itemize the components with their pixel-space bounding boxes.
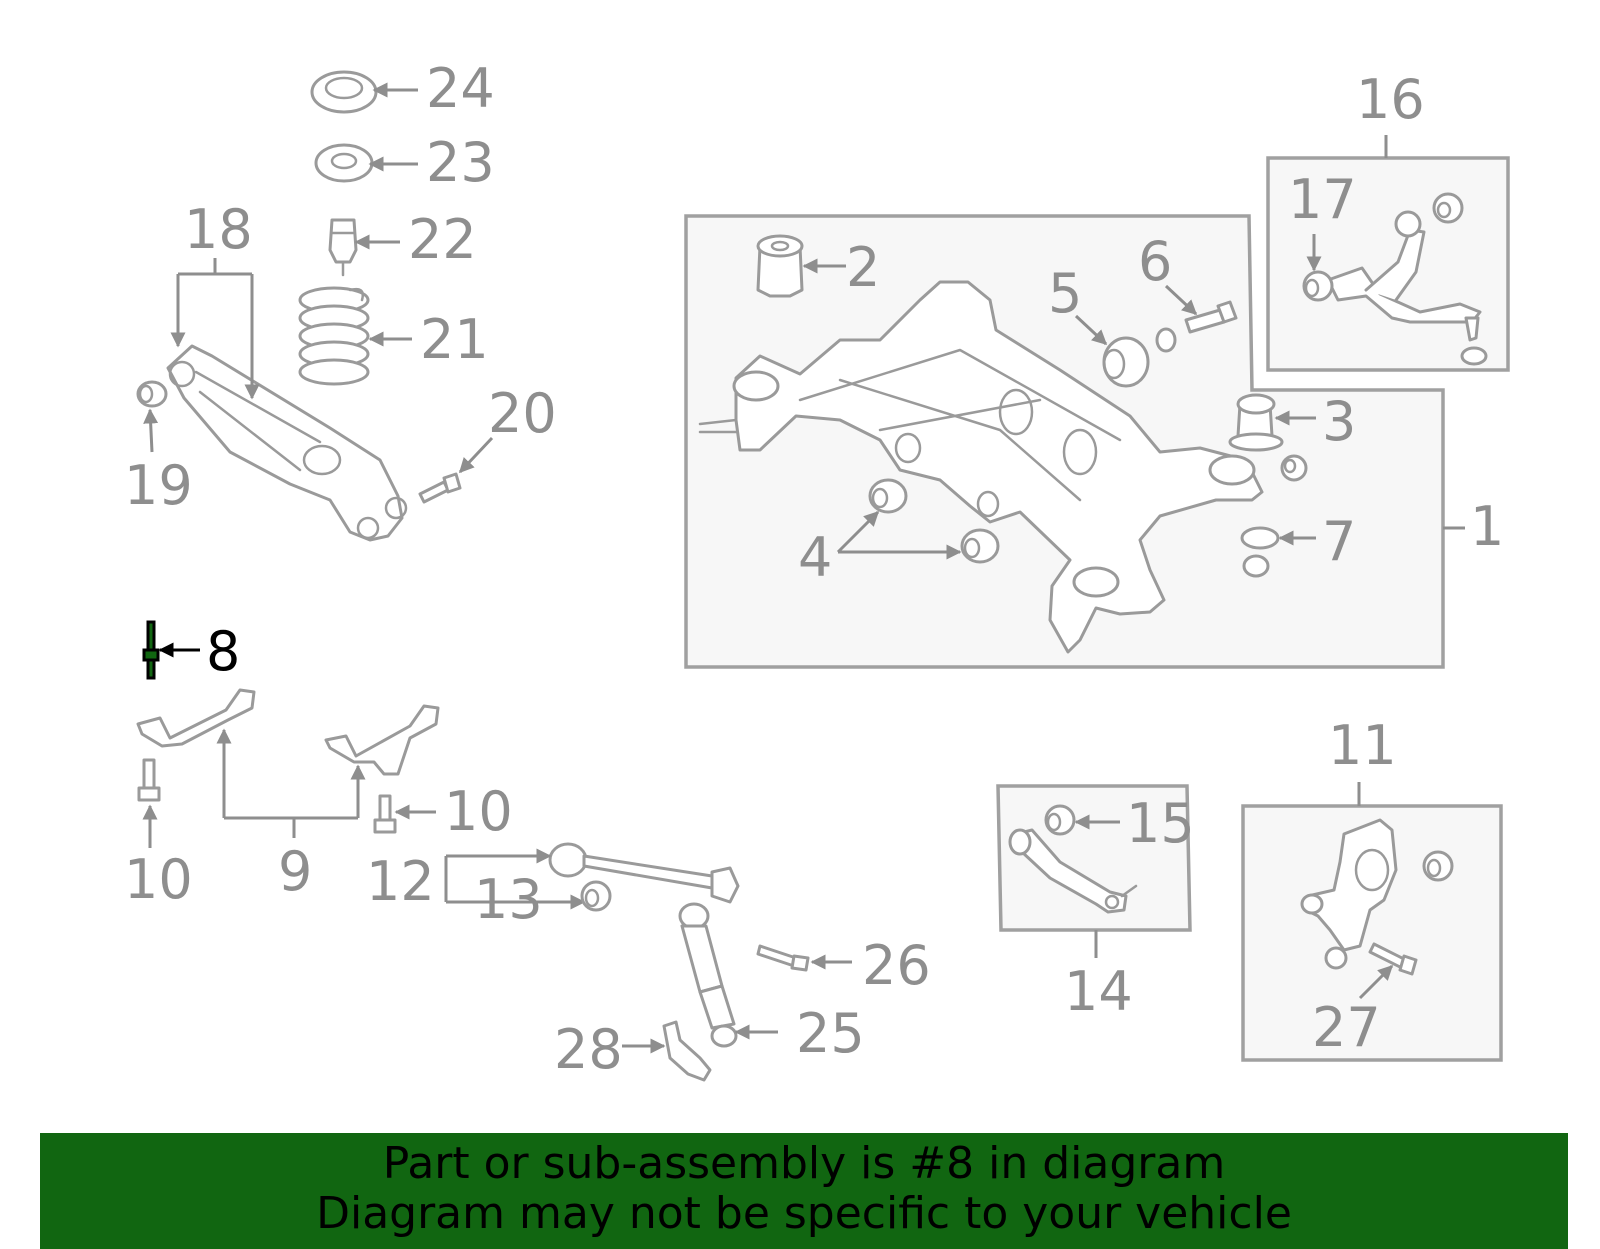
callout-9: 9 (278, 840, 312, 903)
callout-12: 12 (366, 850, 435, 913)
callout-16: 16 (1356, 68, 1425, 131)
callout-13: 13 (474, 868, 543, 931)
bushing-part-19[interactable] (136, 380, 168, 408)
bushing-part-3[interactable] (1228, 393, 1284, 452)
callout-5: 5 (1048, 262, 1082, 325)
bump-stop-part-22[interactable] (328, 218, 358, 277)
bolt-part-10b[interactable] (373, 794, 397, 834)
callout-15: 15 (1126, 792, 1195, 855)
callout-14: 14 (1064, 960, 1133, 1023)
lower-arm-part-18[interactable] (166, 344, 408, 542)
callout-23: 23 (426, 131, 495, 194)
banner-line-2: Diagram may not be specific to your vehi… (316, 1188, 1292, 1239)
bolt-part-6[interactable] (1155, 300, 1238, 353)
bushing-part-17[interactable] (1302, 270, 1334, 302)
callout-18: 18 (184, 198, 253, 261)
callout-7: 7 (1322, 510, 1356, 573)
bushing-part-5[interactable] (1102, 336, 1150, 388)
callout-1: 1 (1470, 495, 1504, 558)
callout-6: 6 (1138, 230, 1172, 293)
lateral-rod-part-12[interactable] (548, 842, 740, 904)
banner-line-1: Part or sub-assembly is #8 in diagram (382, 1138, 1226, 1189)
callout-26: 26 (862, 934, 931, 997)
callout-17: 17 (1288, 168, 1357, 231)
callout-10b: 10 (444, 780, 513, 843)
bolt-part-20[interactable] (418, 472, 462, 504)
bushing-part-2[interactable] (756, 234, 804, 298)
bushing-part-13[interactable] (580, 880, 612, 912)
exploded-parts-diagram: 24 23 22 21 18 19 (124, 57, 1510, 1082)
callout-2: 2 (846, 236, 880, 299)
callout-22: 22 (408, 208, 477, 271)
callout-10a: 10 (124, 848, 193, 911)
callout-19: 19 (124, 454, 193, 517)
callout-27: 27 (1312, 996, 1381, 1059)
bolt-part-26[interactable] (756, 944, 810, 972)
mount-part-7[interactable] (1240, 526, 1280, 578)
insulator-part-23[interactable] (314, 143, 374, 183)
callout-20: 20 (488, 382, 557, 445)
bolt-part-10a[interactable] (137, 758, 161, 802)
bracket-part-9[interactable] (136, 688, 440, 776)
callout-25: 25 (796, 1002, 865, 1065)
callout-21: 21 (420, 308, 489, 371)
callout-3: 3 (1322, 390, 1356, 453)
bolt-part-27[interactable] (1368, 942, 1418, 976)
bracket-part-28[interactable] (662, 1020, 712, 1082)
info-banner: Part or sub-assembly is #8 in diagram Di… (40, 1133, 1568, 1249)
callout-28: 28 (554, 1018, 623, 1081)
shock-absorber-part-25[interactable] (678, 902, 738, 1048)
spring-seat-part-24[interactable] (310, 70, 378, 114)
callout-4: 4 (798, 526, 832, 589)
control-arm-part-16[interactable] (1326, 192, 1488, 366)
coil-spring-part-21[interactable] (298, 286, 370, 386)
crossmember-part-1[interactable] (698, 280, 1264, 654)
bushing-part-4[interactable] (868, 478, 1000, 564)
bushing-small[interactable] (1280, 454, 1308, 482)
callout-24: 24 (426, 57, 495, 120)
bushing-part-15[interactable] (1044, 804, 1076, 836)
knuckle-part-11[interactable] (1300, 818, 1454, 970)
bolt-part-8-highlighted[interactable] (142, 620, 160, 680)
callout-8: 8 (206, 620, 240, 683)
callout-11: 11 (1328, 714, 1397, 777)
trailing-arm-part-14[interactable] (1008, 828, 1138, 914)
